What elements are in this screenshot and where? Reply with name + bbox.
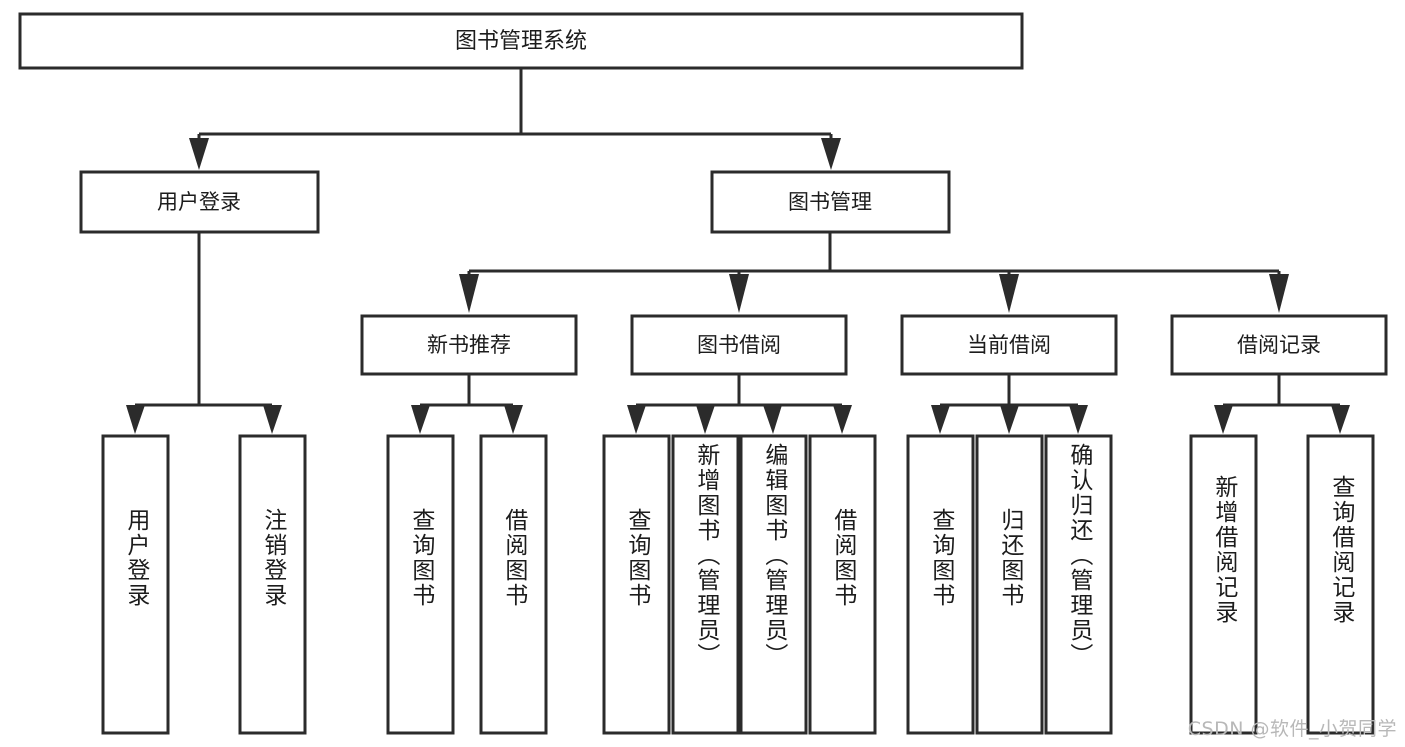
node-current-borrow[interactable]: 当前借阅 [900, 314, 1118, 376]
csdn-watermark: CSDN @软件_小贺同学 [1187, 718, 1397, 740]
arrow-head-leaf-cb-return [1000, 405, 1019, 434]
node-borrow-records[interactable]: 借阅记录 [1170, 314, 1388, 376]
arrow-head-borrow-records [1269, 274, 1289, 313]
node-user-login-label: 用户登录 [157, 190, 241, 214]
leaf-box-cb-confirm-return[interactable] [1044, 434, 1113, 735]
node-current-borrow-label: 当前借阅 [967, 333, 1051, 357]
arrow-head-leaf-logout [263, 405, 282, 434]
node-root[interactable]: 图书管理系统 [18, 12, 1024, 70]
node-book-management-label: 图书管理 [788, 190, 872, 214]
arrow-head-leaf-bb-borrow [833, 405, 852, 434]
node-root-label: 图书管理系统 [455, 29, 587, 54]
node-book-management[interactable]: 图书管理 [710, 170, 951, 234]
node-root-box[interactable] [18, 12, 1024, 70]
node-book-borrow[interactable]: 图书借阅 [630, 314, 848, 376]
leaf-box-bb-add-book[interactable] [671, 434, 740, 735]
leaf-box-logout[interactable] [238, 434, 307, 735]
arrow-head-leaf-br-add [1214, 405, 1233, 434]
arrow-head-leaf-nb-query [411, 405, 430, 434]
node-new-book-recommend[interactable]: 新书推荐 [360, 314, 578, 376]
leaf-box-bb-query-book[interactable] [602, 434, 671, 735]
leaf-box-user-login[interactable] [101, 434, 170, 735]
arrow-head-leaf-cb-query [931, 405, 950, 434]
arrow-head-leaf-br-query [1331, 405, 1350, 434]
node-borrow-records-label: 借阅记录 [1237, 333, 1321, 357]
arrow-head-leaf-bb-add [696, 405, 715, 434]
node-book-management-box[interactable] [710, 170, 951, 234]
arrow-head-leaf-bb-query [627, 405, 646, 434]
leaf-box-bb-edit-book[interactable] [739, 434, 808, 735]
arrow-head-leaf-user-login [126, 405, 145, 434]
leaf-box-bb-borrow-book[interactable] [808, 434, 877, 735]
arrow-head-leaf-cb-confirm [1069, 405, 1088, 434]
leaf-box-br-add-record[interactable] [1189, 434, 1258, 735]
leaf-box-nb-borrow-book[interactable] [479, 434, 548, 735]
arrow-head-leaf-bb-edit [763, 405, 782, 434]
node-book-borrow-label: 图书借阅 [697, 333, 781, 357]
arrow-head-user-login [189, 138, 209, 170]
arrow-head-book-borrow [729, 274, 749, 313]
leaf-box-cb-return-book[interactable] [975, 434, 1044, 735]
node-user-login[interactable]: 用户登录 [79, 170, 320, 234]
arrow-head-new-book [459, 274, 479, 313]
arrow-head-current-borrow [999, 274, 1019, 313]
node-new-book-recommend-label: 新书推荐 [427, 333, 511, 357]
node-borrow-records-box[interactable] [1170, 314, 1388, 376]
leaf-box-cb-query-book[interactable] [906, 434, 975, 735]
leaf-box-nb-query-book[interactable] [386, 434, 455, 735]
node-new-book-recommend-box[interactable] [360, 314, 578, 376]
arrow-head-book-mgmt [821, 138, 841, 170]
leaf-box-br-query-record[interactable] [1306, 434, 1375, 735]
arrow-head-leaf-nb-borrow [504, 405, 523, 434]
